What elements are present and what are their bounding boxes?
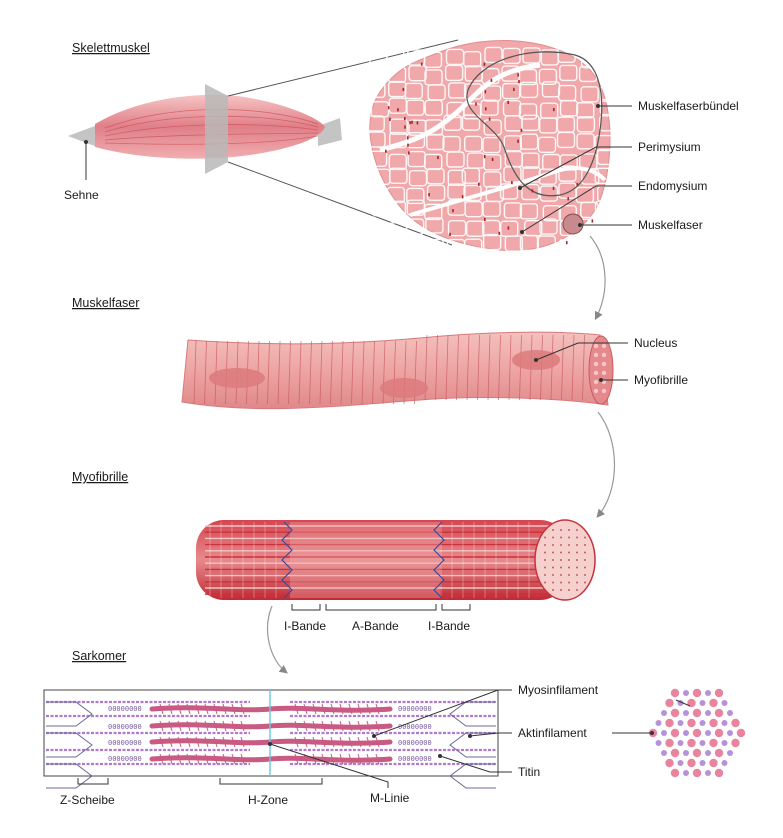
label-endomysium: Endomysium [638,179,707,193]
section-title-sarkomer: Sarkomer [72,649,126,663]
label-myofibrille: Myofibrille [634,373,688,387]
filament-lattice-cross-section [649,689,745,777]
zoom-arrow-2 [598,412,615,516]
label-m-linie: M-Linie [370,791,410,805]
svg-text:00000000: 00000000 [398,739,432,747]
muscle-cross-section [367,40,617,254]
svg-text:00000000: 00000000 [398,705,432,713]
section-title-muskelfaser: Muskelfaser [72,296,139,310]
label-h-zone: H-Zone [248,793,288,807]
sarcomere: 00000000 00000000 00000000 00000000 00000000… [44,690,498,788]
label-i-bande-left: I-Bande [284,619,326,633]
myofibril [196,520,595,600]
tendon-right [318,118,342,146]
label-aktinfilament: Aktinfilament [518,726,587,740]
label-titin: Titin [518,765,540,779]
muscle-fiber [182,332,613,408]
label-i-bande-right: I-Bande [428,619,470,633]
zoom-arrow-1 [590,236,605,318]
section-title-skelettmuskel: Skelettmuskel [72,41,150,55]
label-sehne: Sehne [64,188,99,202]
fiber-end-cross-section [589,336,613,404]
label-muskelfaserbuendel: Muskelfaserbündel [638,99,739,113]
svg-text:00000000: 00000000 [108,723,142,731]
label-a-bande: A-Bande [352,619,399,633]
svg-text:00000000: 00000000 [108,755,142,763]
label-nucleus: Nucleus [634,336,677,350]
a-band-region [290,522,440,598]
label-muskelfaser-1: Muskelfaser [638,218,703,232]
zoom-arrow-3 [268,606,286,672]
svg-text:00000000: 00000000 [398,723,432,731]
section-title-myofibrille: Myofibrille [72,470,128,484]
label-myosinfilament: Myosinfilament [518,683,599,697]
cross-section-plane [205,84,228,174]
label-z-scheibe: Z-Scheibe [60,793,115,807]
svg-text:00000000: 00000000 [108,739,142,747]
svg-text:00000000: 00000000 [398,755,432,763]
svg-text:00000000: 00000000 [108,705,142,713]
label-perimysium: Perimysium [638,140,701,154]
